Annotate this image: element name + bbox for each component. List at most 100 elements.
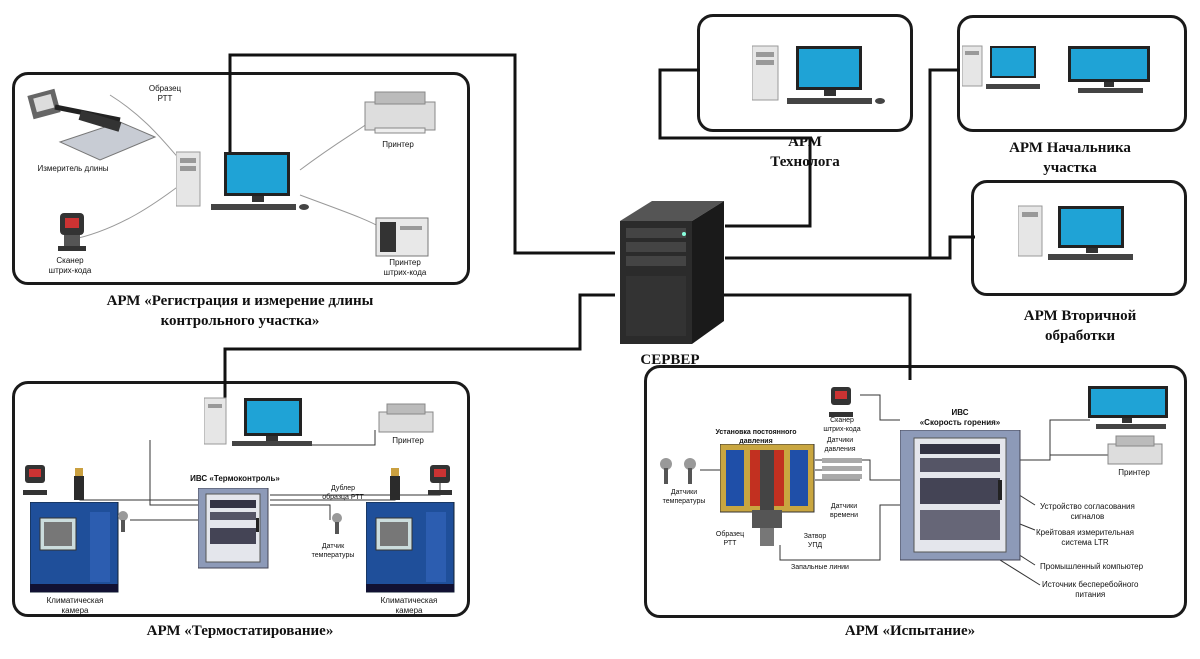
- pressure-sensors-label-line2: давления: [824, 446, 856, 453]
- pressure-sensors-label: Датчики давления: [818, 436, 862, 454]
- chamber-left-label-line1: Климатическая: [46, 596, 104, 605]
- workstation-icon: [962, 45, 1040, 89]
- sample-label-line2: РТТ: [157, 94, 173, 103]
- time-sensors-label: Датчики времени: [822, 502, 866, 520]
- printer-icon: [378, 403, 434, 433]
- device-1-line1: Устройство согласования: [1040, 502, 1135, 511]
- thermo-printer-label: Принтер: [392, 436, 424, 445]
- caption-registration-line1: АРМ «Регистрация и измерение длины: [106, 293, 374, 309]
- device-2-line1: Крейтовая измерительная: [1036, 528, 1135, 537]
- test-scanner-label: Сканер штрих-кода: [818, 416, 866, 434]
- length-meter-label: Измеритель длины: [37, 164, 109, 173]
- device-1-line2: сигналов: [1070, 512, 1105, 521]
- test-sample-label: Образец РТТ: [708, 530, 752, 548]
- barcode-scanner-icon: [23, 465, 47, 495]
- workstation-icon: [752, 45, 885, 104]
- scanner-label-line2: штрих-кода: [48, 266, 92, 275]
- caption-chief-line2: участка: [1043, 160, 1097, 176]
- device-ltr: Крейтовая измерительная система LTR: [1036, 528, 1134, 548]
- caption-secondary-line2: обработки: [1044, 328, 1116, 344]
- time-sensors-label-line2: времени: [830, 512, 858, 519]
- printer-label: Принтер: [382, 140, 414, 149]
- ivs-rack-icon: [900, 430, 1021, 561]
- caption-technologist-line1: АРМ: [788, 134, 822, 150]
- workstation-icon: [176, 151, 309, 210]
- monitor-icon: [1068, 46, 1150, 93]
- barcode-printer-icon: [375, 217, 429, 257]
- caption-chief: АРМ Начальника участка: [965, 138, 1175, 178]
- temperature-sensor-icon: [332, 513, 342, 534]
- workstation-icon: [204, 397, 312, 446]
- sample-dubler-icon: [390, 468, 400, 500]
- dubler-label: Дублер образца РТТ: [313, 484, 373, 502]
- temperature-sensor-icon: [118, 511, 128, 532]
- sample-dubler-icon: [74, 468, 84, 500]
- device-ups: Источник бесперебойного питания: [1042, 580, 1138, 600]
- chamber-left-label: Климатическая камера: [30, 596, 120, 616]
- scanner-label-line1: Сканер: [56, 256, 84, 265]
- installation-label-line2: давления: [739, 438, 773, 445]
- chamber-right-label-line2: камера: [395, 606, 423, 615]
- test-printer-label: Принтер: [1118, 468, 1150, 477]
- caption-test: АРМ «Испытание»: [844, 623, 976, 639]
- caption-registration: АРМ «Регистрация и измерение длины контр…: [30, 291, 450, 331]
- sample-label-line1: Образец: [148, 84, 182, 93]
- installation-label-line1: Установка постоянного: [715, 429, 797, 436]
- printer-icon: [364, 91, 436, 134]
- pressure-sensors-icon: [822, 458, 862, 479]
- server-tower-icon: [620, 201, 724, 344]
- barcode-printer-label-line1: Принтер: [389, 258, 421, 267]
- caption-technologist-line2: Технолога: [770, 154, 840, 170]
- dubler-label-line1: Дублер: [330, 485, 356, 492]
- server-label: СЕРВЕР: [640, 352, 700, 368]
- installation-label: Установка постоянного давления: [700, 428, 812, 446]
- shutter-label-line1: Затвор: [803, 533, 827, 540]
- pressure-sensors-label-line1: Датчики: [826, 437, 854, 444]
- device-2-line2: система LTR: [1061, 538, 1109, 547]
- barcode-scanner-icon: [58, 213, 86, 251]
- test-scanner-label-line2: штрих-кода: [823, 426, 861, 433]
- test-scanner-label-line1: Сканер: [830, 417, 854, 424]
- climate-chamber-icon: [30, 502, 119, 593]
- ivs-test-label: ИВС «Скорость горения»: [900, 408, 1020, 428]
- thermo-sensor-label-line1: Датчик: [321, 543, 345, 550]
- length-meter-icon: [27, 88, 157, 161]
- chamber-right-label-line1: Климатическая: [380, 596, 438, 605]
- barcode-scanner-icon: [428, 465, 452, 495]
- chamber-right-label: Климатическая камера: [364, 596, 454, 616]
- shutter-label: Затвор УПД: [795, 532, 835, 550]
- caption-thermo: АРМ «Термостатирование»: [146, 623, 334, 639]
- temp-sensors-label: Датчики температуры: [656, 488, 712, 506]
- scanner-label: Сканер штрих-кода: [35, 256, 105, 276]
- barcode-printer-label-line2: штрих-кода: [383, 268, 427, 277]
- ivs-test-label-line1: ИВС: [951, 408, 969, 417]
- chamber-left-label-line2: камера: [61, 606, 89, 615]
- device-4-line2: питания: [1075, 590, 1106, 599]
- device-4-line1: Источник бесперебойного: [1042, 580, 1139, 589]
- barcode-printer-label: Принтер штрих-кода: [370, 258, 440, 278]
- workstation-icon: [1018, 205, 1133, 260]
- temp-sensors-label-line1: Датчики: [670, 489, 698, 496]
- test-sample-label-line2: РТТ: [723, 540, 737, 547]
- ignition-lines-label: Запальные линии: [791, 564, 849, 571]
- temp-sensors-label-line2: температуры: [662, 498, 706, 505]
- time-sensors-label-line1: Датчики: [830, 503, 858, 510]
- monitor-icon: [1088, 386, 1168, 429]
- caption-technologist: АРМ Технолога: [745, 132, 865, 172]
- ivs-rack-icon: [198, 488, 269, 569]
- ivs-thermo-label: ИВС «Термоконтроль»: [190, 474, 280, 483]
- caption-secondary: АРМ Вторичной обработки: [975, 306, 1185, 346]
- dubler-label-line2: образца РТТ: [322, 494, 364, 501]
- temperature-sensor-icon: [660, 458, 696, 484]
- thermo-sensor-label-line2: температуры: [311, 552, 355, 559]
- thermo-sensor-label: Датчик температуры: [300, 542, 366, 560]
- caption-registration-line2: контрольного участка»: [160, 313, 320, 329]
- pressure-installation-icon: [720, 444, 815, 546]
- shutter-label-line2: УПД: [807, 542, 823, 549]
- barcode-scanner-icon: [829, 387, 853, 417]
- sample-label: Образец РТТ: [140, 84, 190, 104]
- device-industrial-pc: Промышленный компьютер: [1040, 562, 1144, 571]
- device-signal-matching: Устройство согласования сигналов: [1040, 502, 1135, 522]
- caption-chief-line1: АРМ Начальника: [1009, 140, 1131, 156]
